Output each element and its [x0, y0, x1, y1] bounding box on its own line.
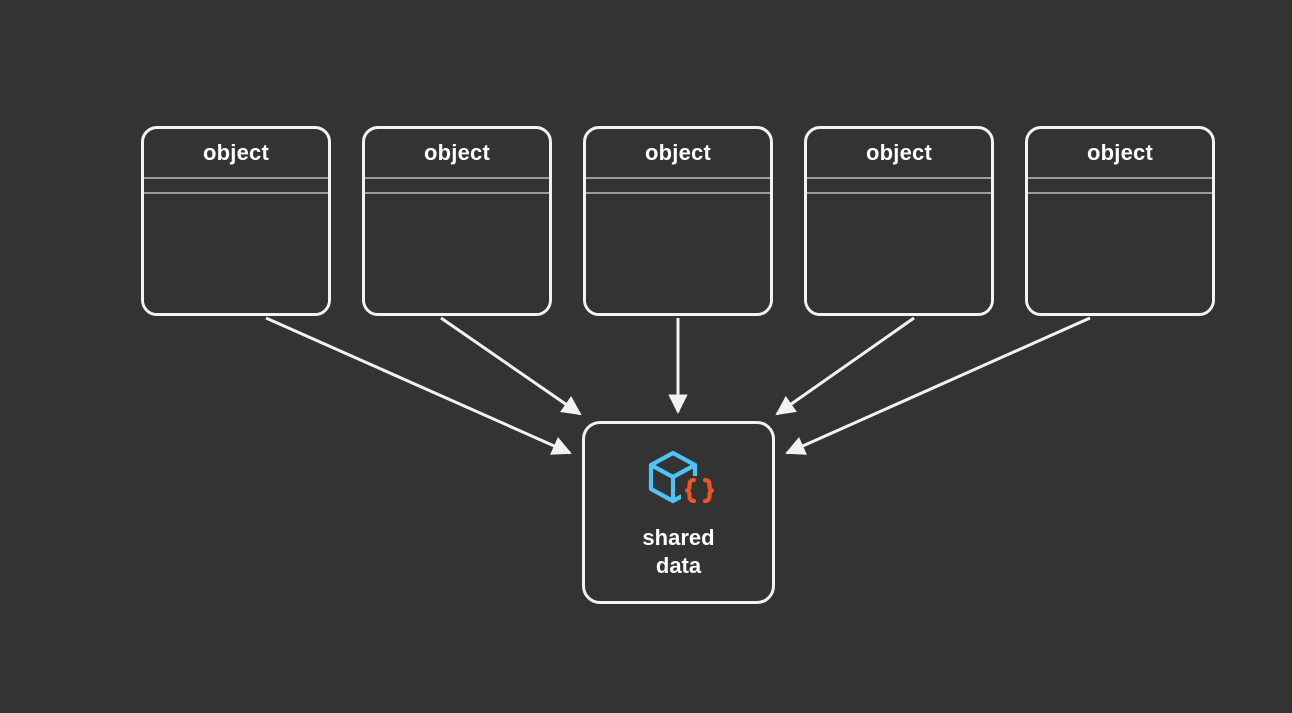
object-node-5-slot	[1028, 179, 1212, 192]
object-node-1-body	[144, 194, 328, 313]
object-node-2-title: object	[424, 140, 490, 165]
object-node-1[interactable]: object	[141, 126, 331, 316]
object-node-3-header: object	[586, 129, 770, 177]
shared-data-node[interactable]: shared data	[582, 421, 775, 604]
shared-data-label: shared data	[642, 524, 714, 580]
cube-braces-icon	[648, 450, 714, 508]
object-node-4-slot	[807, 179, 991, 192]
object-node-2-header: object	[365, 129, 549, 177]
object-node-2-body	[365, 194, 549, 313]
object-node-4[interactable]: object	[804, 126, 994, 316]
object-node-5-body	[1028, 194, 1212, 313]
object-node-3-body	[586, 194, 770, 313]
arrow-object-4-to-shared-data	[775, 316, 915, 416]
object-node-1-slot	[144, 179, 328, 192]
shared-data-label-line-2: data	[655, 553, 702, 579]
object-node-1-divider-bottom	[144, 192, 328, 194]
object-node-3-title: object	[645, 140, 711, 165]
arrow-object-1-to-shared-data	[265, 316, 572, 455]
object-node-3-divider-bottom	[586, 192, 770, 194]
object-node-5-header: object	[1028, 129, 1212, 177]
object-node-3-divider-top	[586, 177, 770, 179]
object-node-1-header: object	[144, 129, 328, 177]
object-node-2-slot	[365, 179, 549, 192]
object-node-3-slot	[586, 179, 770, 192]
object-node-4-divider-top	[807, 177, 991, 179]
object-node-1-title: object	[203, 140, 269, 165]
arrow-object-2-to-shared-data	[440, 316, 582, 416]
arrow-object-5-to-shared-data	[785, 316, 1091, 455]
object-node-5-divider-top	[1028, 177, 1212, 179]
object-node-2-divider-top	[365, 177, 549, 179]
object-node-4-divider-bottom	[807, 192, 991, 194]
object-node-5[interactable]: object	[1025, 126, 1215, 316]
object-node-4-header: object	[807, 129, 991, 177]
object-node-2-divider-bottom	[365, 192, 549, 194]
shared-data-label-line-1: shared	[642, 525, 715, 550]
object-node-5-title: object	[1087, 140, 1153, 165]
object-node-4-body	[807, 194, 991, 313]
object-node-1-divider-top	[144, 177, 328, 179]
object-node-4-title: object	[866, 140, 932, 165]
object-node-3[interactable]: object	[583, 126, 773, 316]
object-node-5-divider-bottom	[1028, 192, 1212, 194]
object-node-2[interactable]: object	[362, 126, 552, 316]
